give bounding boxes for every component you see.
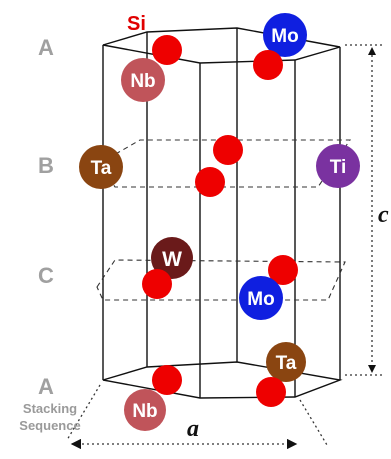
layer-label-b: B — [38, 153, 54, 178]
si-atom — [213, 135, 243, 165]
si-atom — [195, 167, 225, 197]
dimension-c: c — [345, 44, 389, 376]
stacking-label-line2: Sequence — [19, 418, 80, 433]
nb-top-label: Nb — [130, 71, 155, 92]
mo-top-label: Mo — [271, 26, 298, 47]
nb-bottom-label: Nb — [132, 401, 157, 422]
mo-atom-top — [263, 13, 307, 57]
dimension-a-label: a — [187, 416, 199, 442]
dimension-c-label: c — [378, 202, 389, 228]
mo-atom-mid — [239, 276, 283, 320]
mo-mid-label: Mo — [247, 289, 274, 310]
si-label: Si — [127, 13, 146, 35]
w-label: W — [162, 248, 182, 271]
layer-label-a-bottom: A — [38, 374, 54, 399]
si-atom — [152, 365, 182, 395]
ta-bottom-label: Ta — [276, 353, 297, 374]
layer-b-plane — [99, 139, 352, 188]
nb-atom-top — [121, 58, 165, 102]
ta-atom-mid — [79, 145, 123, 189]
w-atom — [151, 237, 193, 279]
layer-label-c: C — [38, 263, 54, 288]
ta-atom-bottom — [266, 342, 306, 382]
ti-label: Ti — [330, 157, 347, 178]
si-atom — [253, 50, 283, 80]
nb-atom-bottom — [124, 389, 166, 431]
ti-atom — [316, 144, 360, 188]
ta-mid-label: Ta — [91, 158, 112, 179]
stacking-label-line1: Stacking — [23, 401, 77, 416]
layer-labels: A B C A — [38, 35, 54, 399]
dimension-a: a — [66, 384, 328, 450]
si-atom — [256, 377, 286, 407]
si-atom — [152, 35, 182, 65]
si-atom — [142, 269, 172, 299]
si-atom — [268, 255, 298, 285]
layer-label-a-top: A — [38, 35, 54, 60]
layer-c-plane — [96, 259, 346, 301]
